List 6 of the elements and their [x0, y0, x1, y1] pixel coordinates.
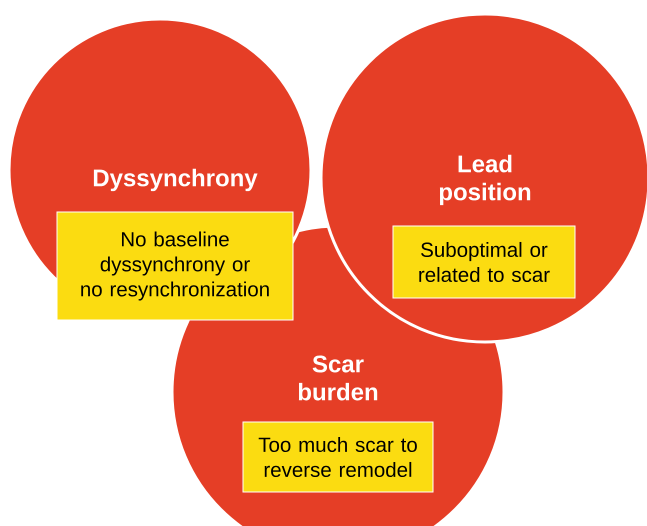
- text-box: Suboptimal or related to scar: [392, 226, 576, 298]
- circle-heading: Lead position: [440, 154, 530, 206]
- text-box: Too much scar to reverse remodel: [242, 422, 434, 492]
- circle-heading: Scar burden: [298, 356, 378, 400]
- circle-heading: Dyssynchrony: [94, 168, 258, 192]
- text-box: No baseline dyssynchrony or no resynchronization: [56, 212, 294, 320]
